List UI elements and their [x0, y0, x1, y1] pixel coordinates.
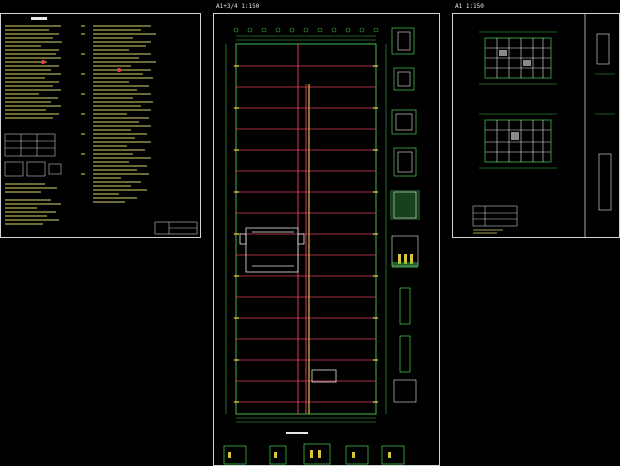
notes-sheet[interactable] — [0, 13, 201, 238]
notes-drawing — [4, 17, 198, 235]
foundation-plan-drawing — [223, 27, 420, 465]
floor-plans-drawing — [472, 14, 615, 237]
foundation-plan-title: A1+3/4 1:150 — [216, 3, 260, 10]
floor-plans-sheet[interactable]: A1 1:150 — [452, 4, 620, 238]
title-block-icon — [154, 221, 198, 235]
floor-plans-title: A1 1:150 — [455, 3, 484, 10]
foundation-plan-sheet[interactable]: A1+3/4 1:150 — [213, 4, 440, 466]
